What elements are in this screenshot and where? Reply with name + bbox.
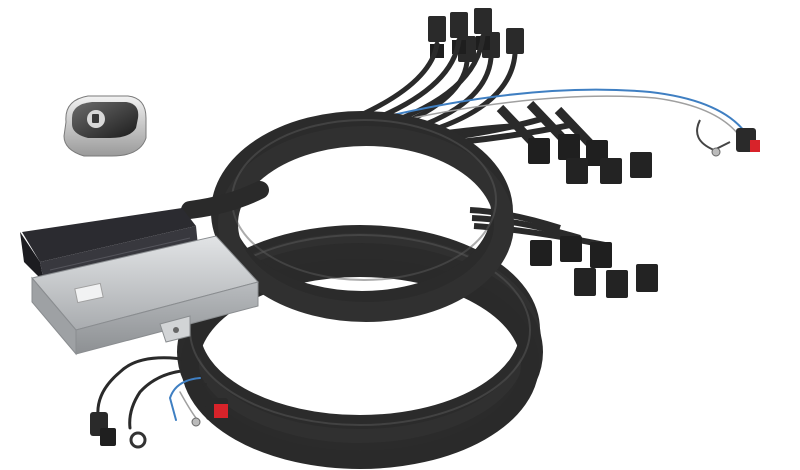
ecu-control-box	[31, 235, 259, 356]
lower-left-pigtails	[96, 356, 215, 449]
red-connector-right	[750, 140, 760, 152]
red-connector-left	[214, 404, 228, 418]
injector-connectors-right-lower	[469, 207, 658, 298]
ecu-label-sticker	[74, 282, 104, 304]
injector-connectors-right-upper	[409, 100, 652, 184]
lower-left-connectors	[90, 398, 228, 446]
fuel-selector-switch	[63, 95, 147, 157]
sensor-wire-right	[339, 88, 760, 157]
